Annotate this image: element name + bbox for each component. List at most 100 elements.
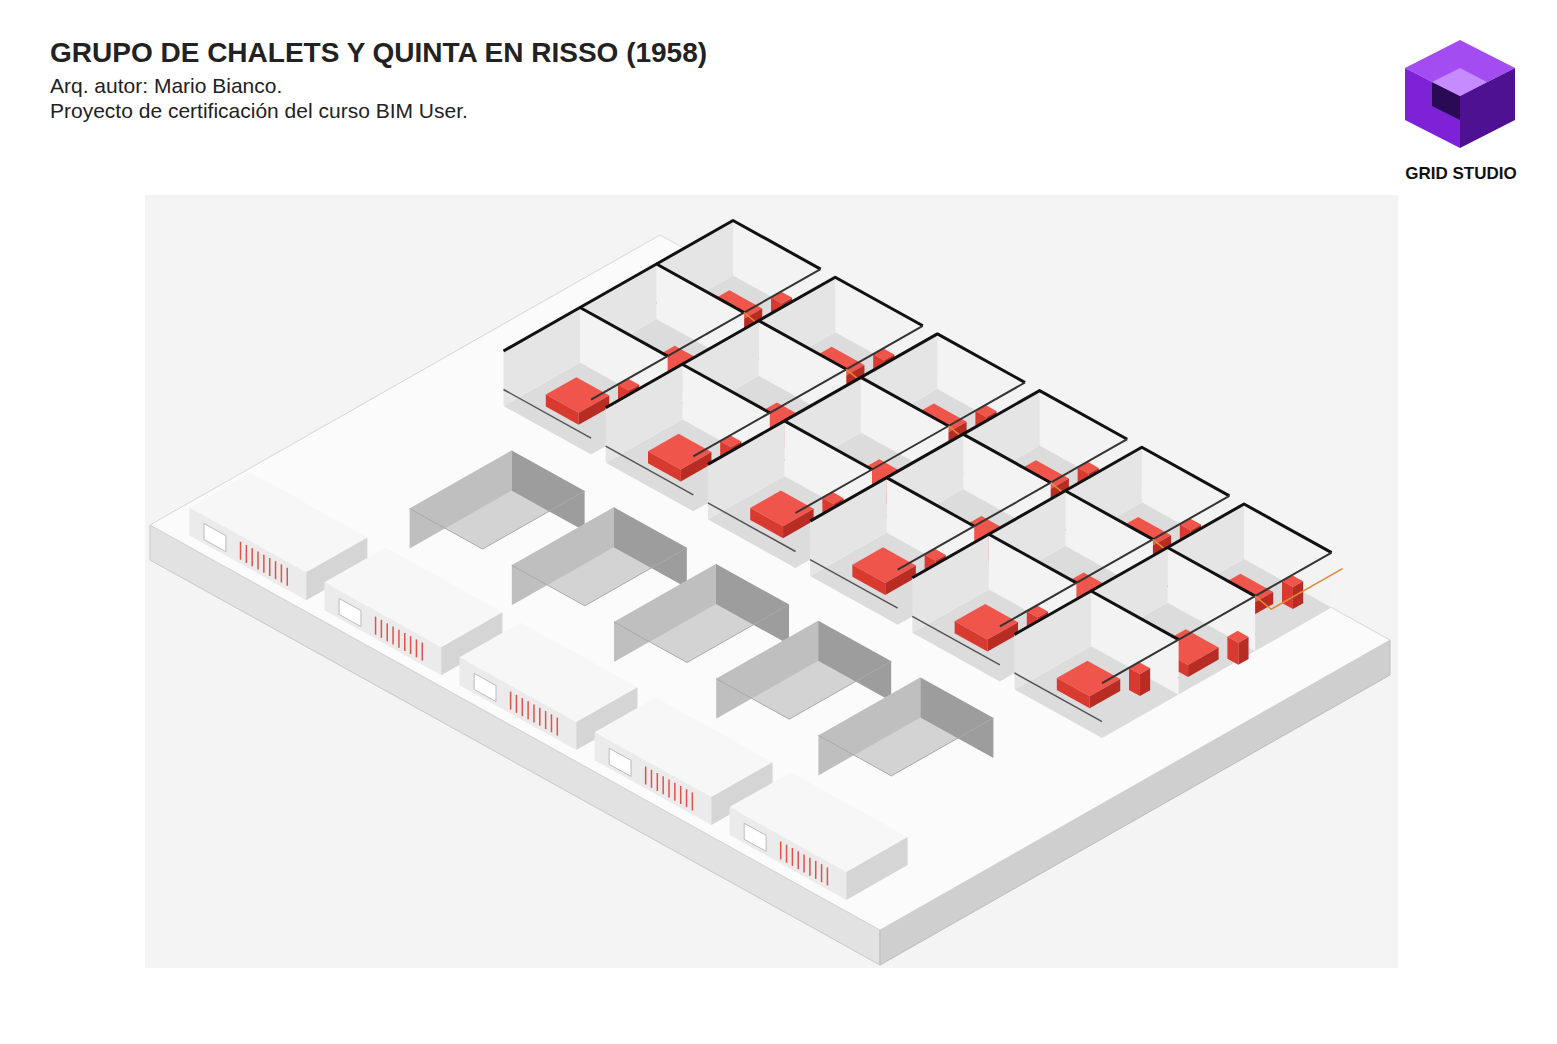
wall-edge	[657, 221, 821, 270]
page-title: GRUPO DE CHALETS Y QUINTA EN RISSO (1958…	[50, 36, 950, 70]
model-face	[546, 395, 579, 425]
model-face	[1057, 678, 1090, 708]
wall-edge	[780, 841, 782, 859]
model-face	[885, 565, 916, 594]
wall-edge	[682, 321, 846, 370]
model-face	[987, 622, 1018, 651]
brand-block: GRID STUDIO	[1378, 163, 1544, 185]
wall-edge	[269, 558, 271, 576]
wall-edge	[1168, 504, 1332, 553]
model-face	[410, 451, 585, 549]
wall-edge	[827, 867, 829, 885]
wall-edge	[1091, 548, 1255, 597]
wall-edge	[606, 364, 770, 413]
wall-edge	[527, 701, 529, 719]
wall-edge	[989, 491, 1153, 540]
wall-edge	[815, 861, 817, 879]
wall-edge	[281, 564, 283, 582]
model-face	[614, 564, 789, 663]
model-face	[920, 677, 993, 758]
wall-edge	[692, 792, 694, 810]
model-face	[730, 807, 847, 900]
wall-edge	[810, 560, 898, 609]
wall-edge	[759, 277, 923, 326]
model-face	[1090, 679, 1121, 708]
wall-edge	[275, 561, 277, 579]
model-face	[1129, 668, 1140, 696]
model-face	[716, 621, 891, 720]
wall-edge	[1065, 447, 1229, 496]
wall-edge	[392, 626, 394, 644]
wall-edge	[286, 568, 288, 586]
wall-edge	[404, 633, 406, 651]
model-face	[609, 748, 631, 776]
wall-edge	[516, 695, 518, 713]
model-face	[1282, 581, 1293, 609]
wall-edge	[708, 503, 796, 552]
model-face	[744, 823, 766, 851]
wall-edge	[645, 767, 647, 785]
model-face	[512, 507, 687, 606]
wall-edge	[545, 711, 547, 729]
wall-edge	[792, 848, 794, 866]
wall-edge	[1179, 596, 1256, 640]
render-ground	[145, 195, 1398, 968]
wall-edge	[557, 718, 559, 736]
wall-edge	[686, 789, 688, 807]
building-model	[150, 221, 1390, 966]
wall-edge	[510, 692, 512, 710]
model-face	[150, 235, 1390, 930]
wall-edge	[257, 551, 259, 569]
model-face	[818, 677, 920, 775]
model-face	[1238, 637, 1248, 665]
wall-edge	[1255, 553, 1332, 597]
wall-edge	[522, 698, 524, 716]
wall-edge	[912, 534, 1076, 583]
wall-edge	[657, 773, 659, 791]
wall-edge	[398, 630, 400, 648]
studio-logo	[1405, 40, 1515, 148]
wall-edge	[651, 770, 653, 788]
model-face	[716, 564, 789, 645]
wall-edge	[708, 421, 872, 470]
wall-edge	[797, 851, 799, 869]
model-face	[189, 507, 306, 600]
model-face	[512, 451, 585, 531]
wall-edge	[1102, 640, 1179, 684]
wall-edge	[416, 639, 418, 657]
wall-edge	[674, 783, 676, 801]
wall-edge	[551, 714, 553, 732]
wall-edge	[887, 434, 1051, 483]
wall-edge	[809, 858, 811, 876]
wall-edge	[504, 308, 668, 357]
model-face	[614, 507, 687, 588]
model-face	[410, 451, 512, 549]
model-face	[1227, 637, 1238, 665]
model-face	[852, 565, 885, 595]
model-face	[716, 621, 818, 719]
model-face	[204, 524, 226, 552]
model-face	[783, 509, 814, 538]
model-face	[818, 621, 891, 702]
model-face	[750, 508, 783, 538]
wall-edge	[810, 478, 974, 527]
wall-edge	[1255, 569, 1342, 610]
wall-edge	[784, 377, 948, 426]
wall-edge	[1015, 673, 1103, 722]
wall-edge	[818, 718, 993, 776]
model-face	[648, 451, 681, 481]
model-face	[846, 837, 907, 900]
wall-edge	[381, 620, 383, 638]
model-face	[681, 452, 712, 481]
model-face	[579, 395, 610, 424]
wall-edge	[861, 334, 1025, 383]
model-face	[1188, 648, 1219, 677]
model-face	[474, 673, 496, 701]
model-face	[595, 732, 712, 825]
wall-edge	[580, 264, 744, 313]
wall-edge	[1015, 591, 1179, 640]
wall-edge	[386, 623, 388, 641]
model-face	[614, 564, 716, 662]
wall-edge	[803, 854, 805, 872]
